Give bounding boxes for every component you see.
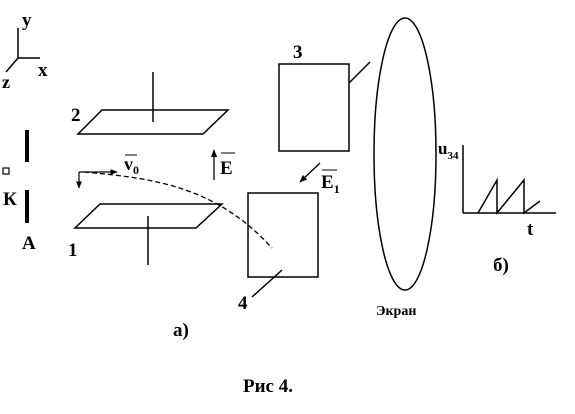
velocity-label: v0	[124, 154, 139, 177]
voltage-label: u34	[438, 139, 459, 162]
plate-1	[73, 203, 224, 265]
plate-4	[247, 192, 319, 298]
plate-4-label: 4	[238, 293, 248, 314]
axis-x-label: x	[38, 60, 48, 81]
plate-2-label: 2	[71, 105, 81, 126]
sawtooth-graph	[462, 145, 556, 216]
anode-label: А	[22, 233, 36, 254]
screen-ellipse	[373, 17, 437, 291]
field-e1-label: E1	[321, 172, 340, 196]
electron-trajectory	[83, 171, 273, 249]
coordinate-axes	[5, 28, 40, 73]
plate-1-label: 1	[68, 240, 78, 261]
plate-2	[76, 72, 230, 135]
field-e1-arrow	[299, 162, 321, 183]
time-axis-label: t	[527, 219, 534, 240]
field-e-label: E	[220, 158, 233, 179]
electron-gun	[2, 130, 29, 223]
axis-y-label: y	[22, 10, 32, 31]
plate-3	[278, 61, 371, 152]
axis-z-label: z	[2, 72, 10, 92]
figure-caption: Рис 4.	[243, 376, 293, 397]
plate-3-label: 3	[293, 42, 303, 63]
cathode-label: К	[3, 189, 17, 210]
part-a-label: а)	[173, 320, 189, 341]
screen-label: Экран	[376, 304, 416, 319]
part-b-label: б)	[493, 255, 509, 276]
